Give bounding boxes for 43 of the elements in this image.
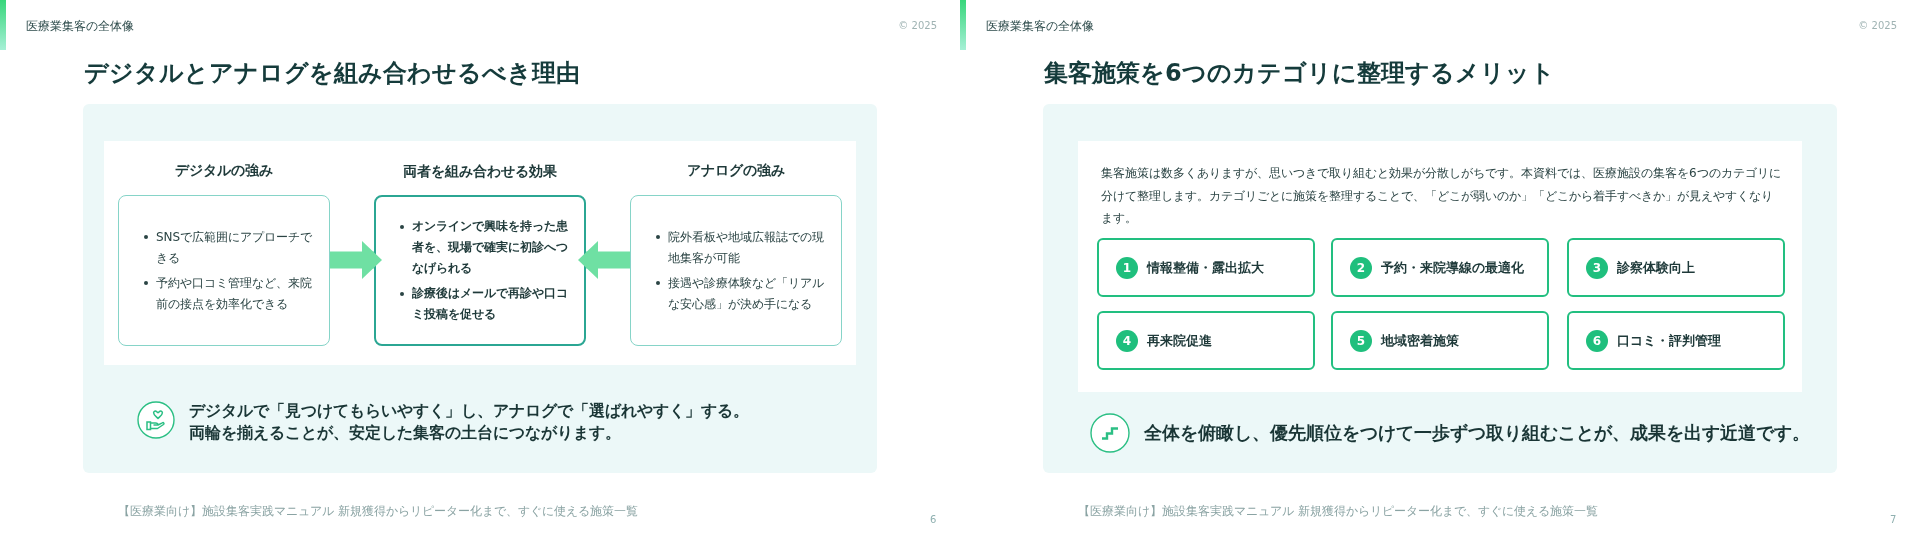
column-heading: 両者を組み合わせる効果 bbox=[403, 162, 557, 181]
category-box bbox=[1331, 238, 1549, 297]
category-box bbox=[1567, 238, 1785, 297]
bullet-text: SNSで広範囲にアプローチできる bbox=[144, 226, 314, 269]
slide-title: 集客施策を6つのカテゴリに整理するメリット bbox=[1044, 58, 1555, 89]
bullet-text: 診療後はメールで再診や口コミ投稿を促せる bbox=[400, 283, 570, 325]
footer-text: 【医療業向け】施設集客実践マニュアル 新規獲得からリピーター化まで、すぐに使える施策一覧 bbox=[1078, 503, 1598, 520]
category-label: 診察体験向上 bbox=[1617, 258, 1695, 277]
message-text: 両輪を揃えることが、安定した集客の土台につながります。 bbox=[189, 423, 621, 444]
category-label: 情報整備・露出拡大 bbox=[1147, 258, 1264, 277]
category-label: 地域密着施策 bbox=[1381, 331, 1459, 350]
copyright-text: © 2025 bbox=[898, 19, 937, 33]
bullet-text: オンラインで興味を持った患者を、現場で確実に初診へつなげられる bbox=[400, 216, 570, 279]
number-badge: 1 bbox=[1116, 256, 1138, 279]
message-text: デジタルで「見つけてもらいやすく」し、アナログで「選ばれやすく」する。 bbox=[189, 401, 749, 422]
arrow bbox=[330, 241, 382, 279]
header-text: 医療業集客の全体像 bbox=[986, 18, 1094, 35]
footer-text: 【医療業向け】施設集客実践マニュアル 新規獲得からリピーター化まで、すぐに使える施策一覧 bbox=[118, 503, 638, 520]
message-text: 全体を俯瞰し、優先順位をつけて一歩ずつ取り組むことが、成果を出す近道です。 bbox=[1144, 422, 1810, 445]
category-label: 予約・来院導線の最適化 bbox=[1381, 258, 1524, 277]
category-box bbox=[1567, 311, 1785, 370]
number-badge: 2 bbox=[1350, 256, 1372, 279]
bullet-text: 予約や口コミ管理など、来院前の接点を効率化できる bbox=[144, 272, 314, 315]
page-number: 7 bbox=[1890, 513, 1897, 527]
copyright-text: © 2025 bbox=[1858, 19, 1897, 33]
category-box bbox=[1331, 311, 1549, 370]
slide-title: デジタルとアナログを組み合わせるべき理由 bbox=[84, 58, 580, 89]
category-label: 口コミ・評判管理 bbox=[1617, 331, 1721, 350]
category-box bbox=[1097, 238, 1315, 297]
column-heading: アナログの強み bbox=[687, 161, 785, 180]
number-badge: 5 bbox=[1350, 329, 1372, 352]
category-box bbox=[1097, 311, 1315, 370]
header-text: 医療業集客の全体像 bbox=[26, 18, 134, 35]
page-number: 6 bbox=[930, 513, 937, 527]
intro-paragraph: 集客施策は数多くありますが、思いつきで取り組むと効果が分散しがちです。本資料では、医療施設の集客を6つのカテゴリに分けて整理します。カテゴリごとに施策を整理することで、「どこが弱いのか」「どこから着手すべきか」が見えやすくなります。 bbox=[1101, 165, 1781, 227]
number-badge: 4 bbox=[1116, 329, 1138, 352]
bullet-text: 接遇や診療体験など「リアルな安心感」が決め手になる bbox=[656, 272, 826, 315]
bullet-text: 院外看板や地域広報誌での現地集客が可能 bbox=[656, 226, 826, 269]
arrow bbox=[578, 241, 630, 279]
number-badge: 6 bbox=[1586, 329, 1608, 352]
number-badge: 3 bbox=[1586, 256, 1608, 279]
column-heading: デジタルの強み bbox=[175, 161, 273, 180]
category-label: 再来院促進 bbox=[1147, 331, 1212, 350]
